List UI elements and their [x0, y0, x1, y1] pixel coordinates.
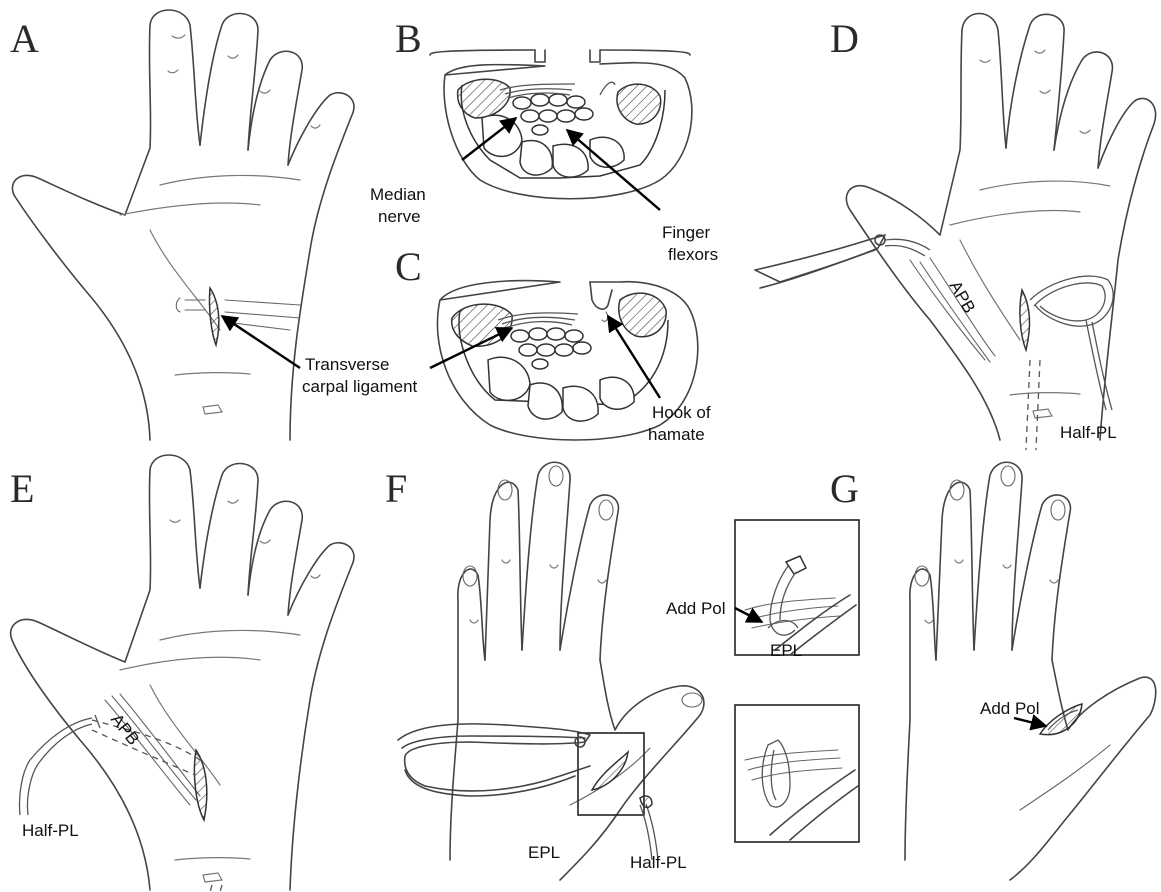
- median-nerve-pointer: Median nerve: [370, 118, 516, 226]
- panel-f: F: [385, 462, 859, 880]
- panel-label-a: A: [10, 16, 39, 61]
- apb-label-d: APB: [946, 278, 979, 317]
- dorsal-hand-drawing-g: [905, 462, 1156, 880]
- panel-e: E APB Half-PL: [10, 455, 354, 892]
- tendon-graft-e: [19, 715, 100, 815]
- half-pl-label-e: Half-PL: [22, 821, 79, 840]
- palm-drawing-a: [12, 10, 354, 440]
- add-pol-label-g: Add Pol: [980, 699, 1040, 718]
- forceps-f: [398, 724, 590, 796]
- hook-of-hamate-label-line2: hamate: [648, 425, 705, 444]
- hook-of-hamate-label-line1: Hook of: [652, 403, 711, 422]
- add-pol-label-f: Add Pol: [666, 599, 726, 618]
- epl-inset-label: EPL: [770, 641, 802, 660]
- svg-text:Hook of hamate: Hook of hamate: [648, 403, 715, 444]
- panel-label-f: F: [385, 466, 407, 511]
- svg-text:Finger flexors: Finger flexors: [662, 223, 718, 264]
- finger-flexors-label-line2: flexors: [668, 245, 718, 264]
- panel-d: D: [755, 14, 1156, 451]
- panel-a: A: [10, 10, 354, 440]
- svg-text:Median nerve: Median nerve: [370, 185, 431, 226]
- epl-label-f: EPL: [528, 843, 560, 862]
- panel-label-e: E: [10, 466, 34, 511]
- panel-label-b: B: [395, 16, 422, 61]
- half-pl-label-f: Half-PL: [630, 853, 687, 872]
- finger-flexors-label-line1: Finger: [662, 223, 711, 242]
- svg-text:Transverse carpal liga: Transverse carpal ligament: [302, 355, 418, 396]
- panel-label-c: C: [395, 244, 422, 289]
- median-nerve-label-line2: nerve: [378, 207, 421, 226]
- transverse-carpal-ligament-label-line2: carpal ligament: [302, 377, 418, 396]
- panel-label-g: G: [830, 466, 859, 511]
- palm-drawing-d: [755, 14, 1156, 451]
- wrist-cross-section-b: [430, 50, 692, 199]
- dorsal-hand-drawing-f: [398, 462, 704, 880]
- forceps-d: [755, 235, 930, 288]
- panel-b: B: [370, 16, 718, 264]
- median-nerve-label-line1: Median: [370, 185, 426, 204]
- half-pl-label-d: Half-PL: [1060, 423, 1117, 442]
- inset-bottom: [735, 705, 859, 842]
- transverse-carpal-ligament-label-line1: Transverse: [305, 355, 389, 374]
- panel-g: G Add Pol: [830, 462, 1156, 880]
- inset-top: [735, 520, 859, 655]
- tendon-f: [640, 796, 658, 860]
- panel-label-d: D: [830, 16, 859, 61]
- tendon-loop-d: [1030, 276, 1113, 410]
